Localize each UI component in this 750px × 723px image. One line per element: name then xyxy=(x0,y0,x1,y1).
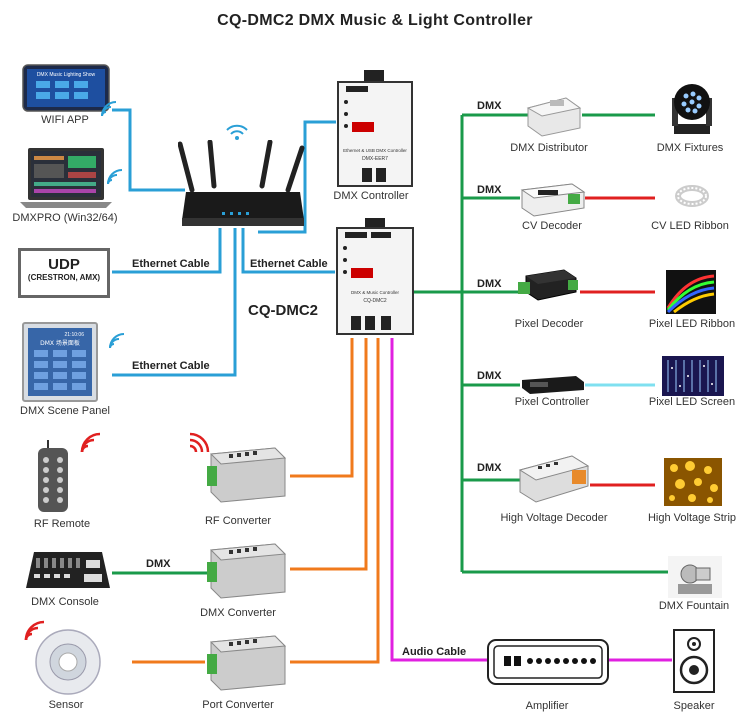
router-device xyxy=(177,139,308,237)
scene-panel-time: 21:10:06 xyxy=(65,332,85,338)
wifi-app-label: WIFI APP xyxy=(41,114,89,126)
dmx-controller-label: DMX Controller xyxy=(333,190,409,202)
sensor-label: Sensor xyxy=(48,699,84,711)
dmx-fixtures-device xyxy=(666,78,716,141)
cv-led-ribbon-device xyxy=(674,182,710,213)
dmx-controller-panel-title: Ethernet & USB DMX Controller xyxy=(343,148,407,153)
wire-label-dmx-2: DMX xyxy=(477,184,502,196)
wire-label-ethernet-udp: Ethernet Cable xyxy=(132,258,210,270)
wifi-signal-icon xyxy=(98,98,120,125)
scene-panel-label: DMX Scene Panel xyxy=(20,405,110,417)
cv-led-ribbon-label: CV LED Ribbon xyxy=(651,220,729,232)
pixel-decoder-device xyxy=(516,266,582,309)
cq-dmc2-panel-model: CQ-DMC2 xyxy=(363,298,387,304)
rf-converter-device xyxy=(205,440,290,513)
wifi-signal-icon xyxy=(104,166,126,193)
pixel-led-ribbon-label: Pixel LED Ribbon xyxy=(648,318,736,330)
cv-decoder-label: CV Decoder xyxy=(522,220,582,232)
dmx-fountain-device xyxy=(668,556,722,603)
pixel-decoder-label: Pixel Decoder xyxy=(514,318,584,330)
cv-decoder-device xyxy=(518,180,586,223)
wire-label-dmx-5: DMX xyxy=(477,462,502,474)
port-converter-device xyxy=(205,628,290,701)
wire-label-dmx-console: DMX xyxy=(146,558,171,570)
udp-title: UDP xyxy=(48,256,80,273)
hv-strip-label: High Voltage Strip xyxy=(647,512,737,524)
page-title: CQ-DMC2 DMX Music & Light Controller xyxy=(217,12,533,29)
wire-label-ethernet-center: Ethernet Cable xyxy=(250,258,328,270)
dmxpro-label: DMXPRO (Win32/64) xyxy=(12,212,118,224)
wire-label-dmx-3: DMX xyxy=(477,278,502,290)
pixel-led-screen-label: Pixel LED Screen xyxy=(648,396,736,408)
hv-decoder-label: High Voltage Decoder xyxy=(500,512,608,524)
wire-label-dmx-1: DMX xyxy=(477,100,502,112)
dmx-fountain-label: DMX Fountain xyxy=(658,600,730,612)
speaker-device xyxy=(672,628,716,699)
dmx-distributor-device xyxy=(524,94,584,143)
wifi-app-screen-title: DMX Music Lighting Show xyxy=(37,72,96,78)
dmx-converter-label: DMX Converter xyxy=(200,607,276,619)
dmx-distributor-label: DMX Distributor xyxy=(510,142,588,154)
dmx-console-label: DMX Console xyxy=(31,596,99,608)
wire-udp-router xyxy=(112,228,222,274)
pixel-led-ribbon-device xyxy=(666,270,716,319)
wire-audio xyxy=(390,338,488,662)
rf-signal-icon xyxy=(78,430,104,461)
pixel-led-screen-device xyxy=(662,356,724,401)
wire-rf-converter xyxy=(290,338,354,478)
dmx-controller-device: Ethernet & USB DMX Controller DMX-EER7 xyxy=(336,70,414,188)
wire-scene-router xyxy=(112,228,237,377)
cq-dmc2-device: DMX & Music Controller CQ-DMC2 xyxy=(335,218,415,336)
dmx-converter-device xyxy=(205,536,290,609)
wifi-signal-icon xyxy=(106,330,128,357)
wire-dmx-converter xyxy=(290,338,368,571)
dmx-controller-panel-model: DMX-EER7 xyxy=(362,156,388,162)
port-converter-label: Port Converter xyxy=(202,699,274,711)
scene-panel-screen-title: DMX 场景面板 xyxy=(40,339,80,347)
amplifier-label: Amplifier xyxy=(525,700,569,712)
wire-router-dmx-controller xyxy=(258,120,336,234)
sensor-device xyxy=(34,628,102,701)
wifi-app-tablet: DMX Music Lighting Show xyxy=(22,64,110,112)
speaker-label: Speaker xyxy=(673,700,715,712)
wire-router-center xyxy=(241,228,335,274)
udp-box: UDP (CRESTRON, AMX) xyxy=(18,248,110,298)
hv-decoder-device xyxy=(516,452,592,511)
dmx-console-device xyxy=(24,550,112,597)
scene-panel-device: 21:10:06 DMX 场景面板 xyxy=(22,322,98,402)
rf-remote-label: RF Remote xyxy=(33,518,91,530)
wire-label-audio: Audio Cable xyxy=(402,646,467,658)
wire-wifi-router xyxy=(112,108,185,192)
wifi-signal-icon xyxy=(225,122,249,145)
wire-label-dmx-4: DMX xyxy=(477,370,502,382)
rf-signal-icon xyxy=(186,430,212,461)
laptop-icon xyxy=(18,146,114,210)
cq-dmc2-label: CQ-DMC2 xyxy=(248,302,318,319)
rf-remote-device xyxy=(34,440,74,519)
pixel-controller-device xyxy=(520,374,586,401)
cq-dmc2-panel-title: DMX & Music Controller xyxy=(351,290,400,295)
amplifier-device xyxy=(486,638,610,691)
rf-signal-icon xyxy=(22,618,48,649)
wire-label-ethernet-scene: Ethernet Cable xyxy=(132,360,210,372)
dmx-fixtures-label: DMX Fixtures xyxy=(656,142,724,154)
wire-port-converter xyxy=(290,338,380,664)
hv-strip-device xyxy=(664,458,722,511)
pixel-controller-label: Pixel Controller xyxy=(514,396,590,408)
udp-subtitle: (CRESTRON, AMX) xyxy=(27,273,101,282)
rf-converter-label: RF Converter xyxy=(204,515,272,527)
